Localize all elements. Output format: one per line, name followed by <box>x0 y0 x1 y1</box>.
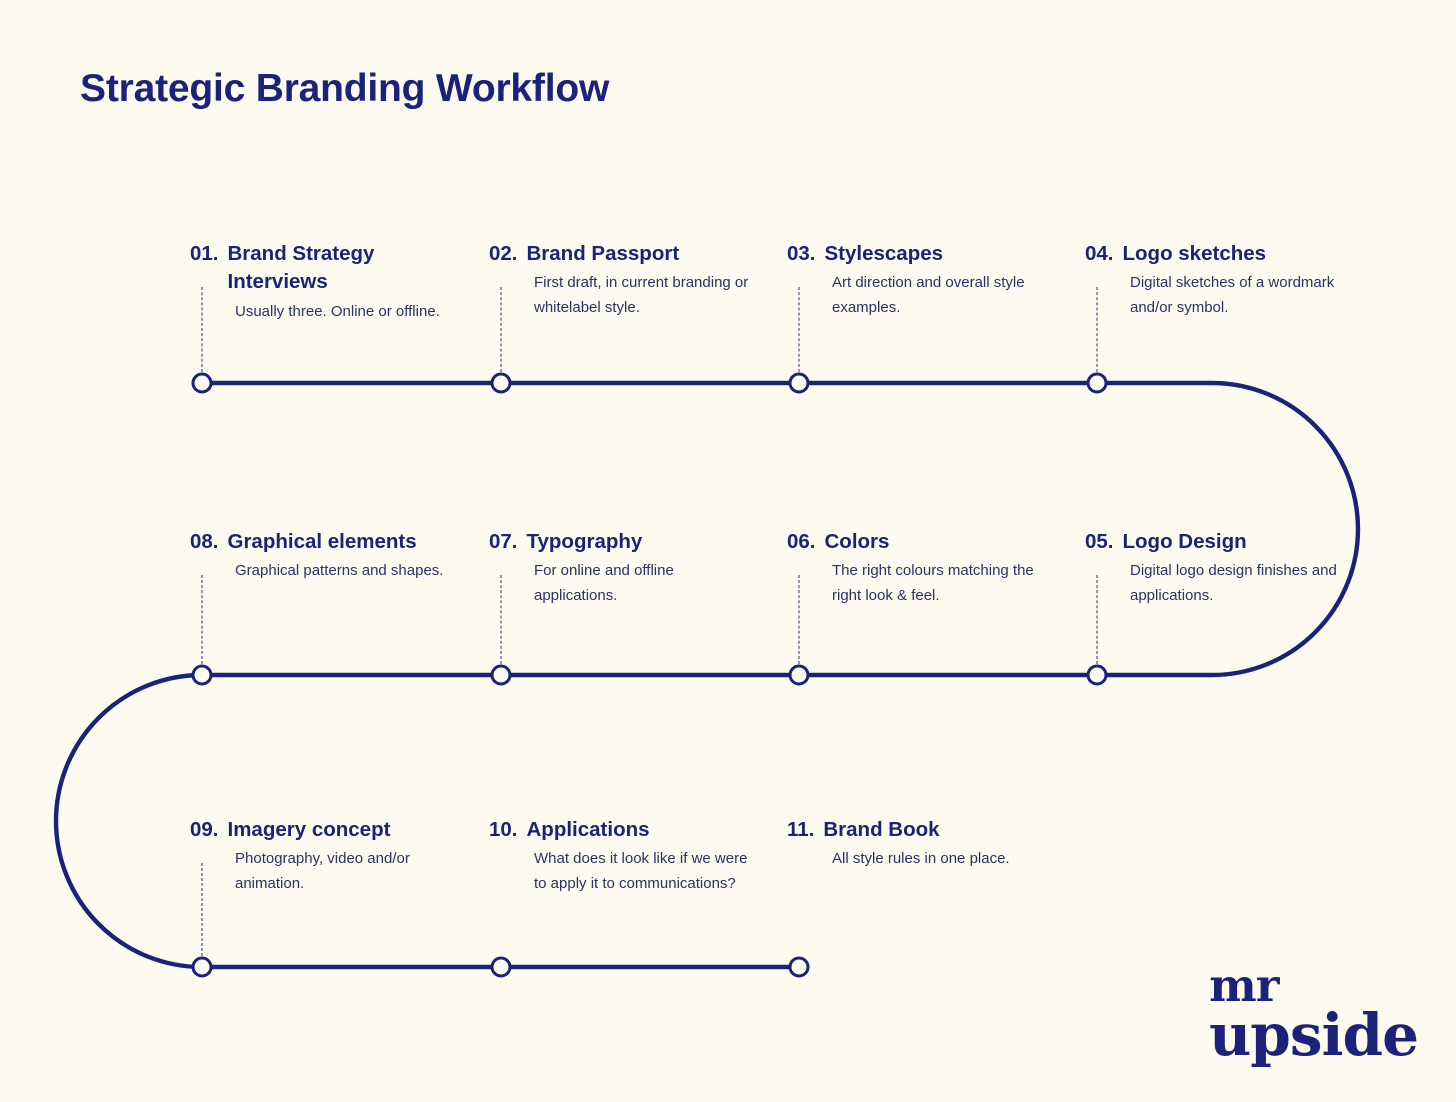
step-number: 06. <box>787 530 816 553</box>
step-number: 02. <box>489 242 518 265</box>
step-heading: 05. Logo Design <box>1085 528 1347 556</box>
step-heading: 02. Brand Passport <box>489 240 751 268</box>
step-title: Brand Passport <box>526 242 680 265</box>
step-connector-07 <box>500 575 502 664</box>
logo-line-1: mr <box>1209 959 1279 1013</box>
step-title: Stylescapes <box>824 242 944 265</box>
step-card-09[interactable]: 09. Imagery concept Photography, video a… <box>190 816 452 897</box>
step-node-06[interactable] <box>788 664 810 686</box>
step-number: 04. <box>1085 242 1114 265</box>
step-title: Logo sketches <box>1122 242 1267 265</box>
step-title: Brand Book <box>823 818 940 841</box>
step-number: 01. <box>190 242 219 265</box>
step-card-06[interactable]: 06. Colors The right colours matching th… <box>787 528 1049 609</box>
step-heading: 10. Applications <box>489 816 751 844</box>
step-heading: 07. Typography <box>489 528 751 556</box>
step-description: Digital logo design finishes and applica… <box>1130 562 1337 605</box>
step-title: Typography <box>526 530 643 553</box>
step-heading: 06. Colors <box>787 528 1049 556</box>
step-node-11[interactable] <box>788 956 810 978</box>
step-title: Graphical elements <box>227 530 417 553</box>
step-number: 07. <box>489 530 518 553</box>
step-heading: 09. Imagery concept <box>190 816 452 844</box>
step-title: Brand Strategy Interviews <box>227 242 375 294</box>
step-title: Colors <box>824 530 890 553</box>
step-description: Digital sketches of a wordmark and/or sy… <box>1130 274 1335 317</box>
step-connector-08 <box>201 575 203 664</box>
step-number: 10. <box>489 818 518 841</box>
step-title: Logo Design <box>1122 530 1247 553</box>
step-description: Graphical patterns and shapes. <box>235 562 444 580</box>
step-node-05[interactable] <box>1086 664 1108 686</box>
step-heading: 01. Brand Strategy Interviews <box>190 240 452 297</box>
step-connector-06 <box>798 575 800 664</box>
step-node-01[interactable] <box>191 372 213 394</box>
brand-logo: mr upside <box>1209 959 1419 1069</box>
step-description: First draft, in current branding or whit… <box>534 274 749 317</box>
step-node-03[interactable] <box>788 372 810 394</box>
step-number: 03. <box>787 242 816 265</box>
step-heading: 03. Stylescapes <box>787 240 1049 268</box>
step-node-04[interactable] <box>1086 372 1108 394</box>
step-number: 08. <box>190 530 219 553</box>
step-card-04[interactable]: 04. Logo sketches Digital sketches of a … <box>1085 240 1347 321</box>
step-number: 09. <box>190 818 219 841</box>
step-node-02[interactable] <box>490 372 512 394</box>
step-heading: 04. Logo sketches <box>1085 240 1347 268</box>
step-title: Imagery concept <box>227 818 391 841</box>
step-description: Usually three. Online or offline. <box>235 302 440 320</box>
step-description: The right colours matching the right loo… <box>832 562 1034 605</box>
step-heading: 11. Brand Book <box>787 816 1049 844</box>
step-card-11[interactable]: 11. Brand Book All style rules in one pl… <box>787 816 1049 872</box>
step-description: For online and offline applications. <box>534 562 674 605</box>
step-card-10[interactable]: 10. Applications What does it look like … <box>489 816 751 897</box>
step-card-03[interactable]: 03. Stylescapes Art direction and overal… <box>787 240 1049 321</box>
step-card-05[interactable]: 05. Logo Design Digital logo design fini… <box>1085 528 1347 609</box>
step-connector-01 <box>201 287 203 372</box>
step-connector-02 <box>500 287 502 372</box>
step-card-07[interactable]: 07. Typography For online and offline ap… <box>489 528 751 609</box>
step-node-10[interactable] <box>490 956 512 978</box>
step-card-08[interactable]: 08. Graphical elements Graphical pattern… <box>190 528 452 584</box>
step-node-08[interactable] <box>191 664 213 686</box>
step-connector-09 <box>201 863 203 956</box>
step-description: All style rules in one place. <box>832 850 1010 868</box>
step-connector-03 <box>798 287 800 372</box>
step-description: Art direction and overall style examples… <box>832 274 1025 317</box>
step-connector-05 <box>1096 575 1098 664</box>
step-connector-04 <box>1096 287 1098 372</box>
step-description: Photography, video and/or animation. <box>235 850 410 893</box>
step-description: What does it look like if we were to app… <box>534 850 748 893</box>
step-number: 05. <box>1085 530 1114 553</box>
step-heading: 08. Graphical elements <box>190 528 452 556</box>
step-card-02[interactable]: 02. Brand Passport First draft, in curre… <box>489 240 751 321</box>
step-title: Applications <box>526 818 650 841</box>
step-number: 11. <box>787 818 815 841</box>
step-node-07[interactable] <box>490 664 512 686</box>
step-card-01[interactable]: 01. Brand Strategy Interviews Usually th… <box>190 240 452 324</box>
logo-line-2: upside <box>1209 1000 1419 1069</box>
step-node-09[interactable] <box>191 956 213 978</box>
page-title: Strategic Branding Workflow <box>80 67 610 110</box>
